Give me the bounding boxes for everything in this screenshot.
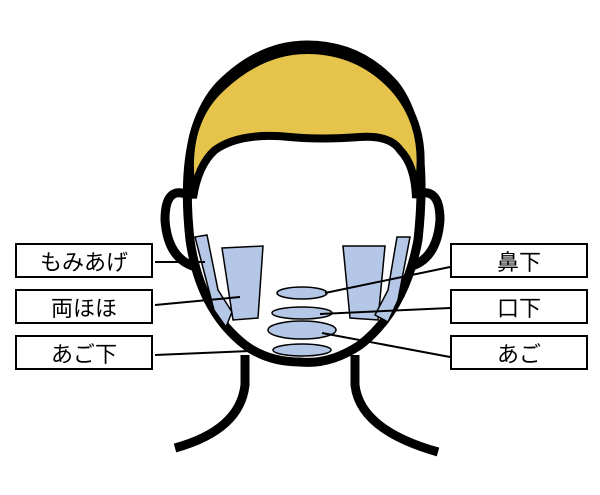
label-under-nose: 鼻下 [450,243,588,278]
neck-shoulders [173,355,440,457]
leader-lines [154,261,451,358]
zone-under-chin [272,343,332,357]
label-under-mouth: 口下 [450,289,588,324]
zone-chin [267,320,337,340]
zones [194,234,411,357]
hair [185,45,425,199]
label-under-chin: あご下 [15,335,153,370]
zone-left-cheek [221,245,264,321]
label-chin: あご [450,335,588,370]
label-cheeks: 両ほほ [15,289,153,324]
label-sideburns: もみあげ [15,243,153,278]
zone-right-cheek [342,245,386,321]
zone-under-nose [276,286,328,300]
